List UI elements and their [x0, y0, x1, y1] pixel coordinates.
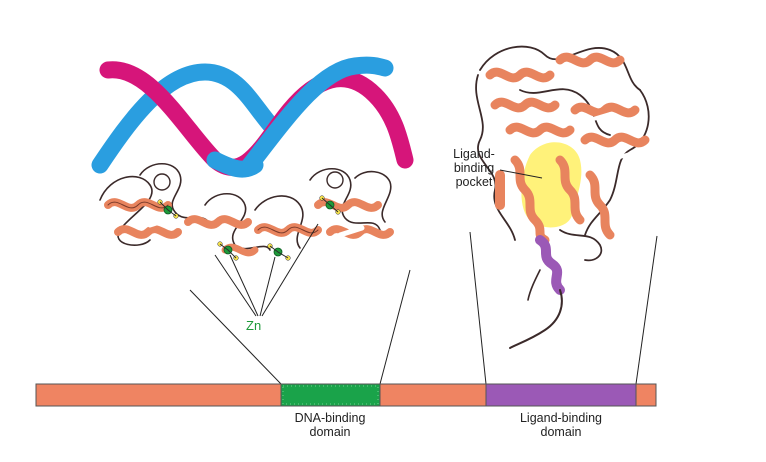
- lbd-helix-2: [555, 52, 625, 68]
- ligand-binding-segment: [485, 383, 637, 407]
- dna-binding-label-line-1: DNA-binding: [294, 411, 366, 425]
- lbd-loop-left: [475, 74, 516, 241]
- lbd-helix-3: [490, 97, 560, 113]
- dbd-loop-6: [354, 170, 392, 223]
- lbd-tail-side: [527, 269, 541, 301]
- lbd-helix-9: [555, 155, 585, 225]
- zinc-coordination-bonds: [159, 197, 339, 259]
- zn-pointer-lines: [214, 223, 319, 317]
- dna-binding-domain-label: DNA-binding domain: [270, 411, 390, 439]
- dna-double-helix: [91, 56, 414, 178]
- pocket-label-line-3: pocket: [455, 175, 493, 189]
- lbd-helix-4: [570, 102, 640, 118]
- ligand-binding-domain-label: Ligand-binding domain: [496, 411, 626, 439]
- lbd-loop-mid: [519, 88, 611, 136]
- dbd-loop-ring-right: [326, 171, 344, 189]
- dbd-loop-5: [309, 167, 381, 231]
- lbd-loop-top: [479, 45, 641, 91]
- lbd-loop-right: [584, 89, 650, 236]
- lbd-helix-5: [505, 122, 575, 138]
- zn-pointer-3: [259, 256, 276, 317]
- dna-binding-domain-structure: [99, 162, 394, 257]
- dbd-connector-left: [189, 289, 282, 385]
- dbd-helix-edge-1: [107, 201, 169, 209]
- pocket-pointer-line: [499, 169, 543, 179]
- zn-pointer-2: [229, 254, 259, 317]
- protein-domain-bar: [35, 383, 657, 407]
- dbd-loop-4: [254, 195, 304, 249]
- dbd-helix-2: [114, 225, 182, 239]
- lbd-connector-left: [469, 231, 487, 385]
- dbd-loop-ring-left: [153, 173, 171, 191]
- zn-pointer-1: [214, 254, 257, 317]
- lbd-beta-2: [608, 152, 632, 162]
- pocket-label-line-1: Ligand-: [453, 147, 495, 161]
- dna-binding-segment: [280, 383, 381, 407]
- ligand-binding-label-line-2: domain: [540, 425, 582, 439]
- ligand-binding-pocket-label: Ligand- binding pocket: [444, 147, 504, 189]
- dna-strand-blue-back: [91, 63, 284, 174]
- lbd-connector-right: [635, 235, 658, 385]
- dbd-beta-strand-2: [337, 225, 365, 238]
- dbd-connector-right: [379, 269, 411, 385]
- zn-pointer-4: [261, 223, 319, 317]
- dbd-beta-strand-1: [147, 215, 175, 228]
- dna-binding-segment-dots: [282, 385, 379, 405]
- dbd-helix-edge-4: [257, 226, 319, 234]
- zinc-sites: [157, 195, 341, 261]
- dbd-helix-3: [184, 215, 252, 229]
- zn-label: Zn: [246, 318, 262, 333]
- lbd-helix-1: [485, 67, 555, 83]
- ligand-binding-label-line-1: Ligand-binding: [519, 411, 602, 425]
- dbd-helix-6: [326, 225, 394, 239]
- lbd-helix-6: [580, 132, 650, 148]
- ligand-binding-domain-structure: [475, 45, 650, 349]
- dna-strand-blue-front: [241, 56, 394, 174]
- lbd-tail: [509, 289, 563, 349]
- lbd-helix-10: [585, 170, 615, 240]
- dna-binding-label-line-2: domain: [309, 425, 351, 439]
- dna-strand-blue-lower: [206, 151, 264, 178]
- lbd-purple-helix: [535, 235, 565, 295]
- lbd-loop-lower: [559, 229, 603, 262]
- pocket-label-line-2: binding: [453, 161, 495, 175]
- lbd-beta-1: [588, 112, 612, 122]
- connector-lines: [189, 231, 658, 385]
- lbd-helix-8: [510, 155, 550, 245]
